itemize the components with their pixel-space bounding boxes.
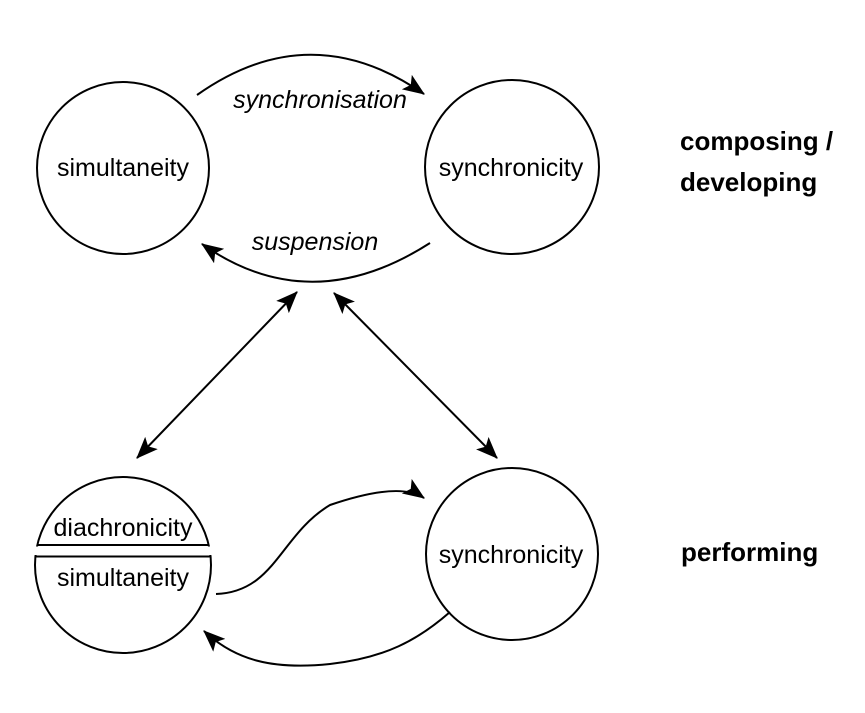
label-composing: composing / <box>680 126 833 156</box>
annotation-composing-developing: composing / developing <box>680 126 833 197</box>
circle-simultaneity-top <box>36 81 210 255</box>
node-bottom-right: synchronicity <box>425 467 599 641</box>
circle-synchronicity-top <box>424 79 600 255</box>
arrow-performing-forward <box>215 478 425 595</box>
divider-gap <box>28 546 218 555</box>
node-top-left: simultaneity <box>36 81 210 255</box>
label-diachronicity: diachronicity <box>54 514 193 542</box>
arrow-synchronisation <box>196 53 425 96</box>
label-simultaneity-top: simultaneity <box>57 154 189 182</box>
circle-synchronicity-bottom <box>425 467 599 641</box>
node-top-right: synchronicity <box>424 79 600 255</box>
arrow-performing-return <box>203 611 451 667</box>
label-synchronisation: synchronisation <box>233 86 407 114</box>
label-synchronicity-bottom: synchronicity <box>439 541 584 569</box>
node-bottom-left: diachronicity simultaneity <box>28 476 218 654</box>
label-simultaneity-bottom: simultaneity <box>57 564 189 592</box>
circle-diachronicity-simultaneity <box>34 476 212 654</box>
arrow-bidirectional-right <box>333 292 498 459</box>
label-synchronicity-top: synchronicity <box>439 154 584 182</box>
label-developing: developing <box>680 167 817 197</box>
label-suspension: suspension <box>252 228 378 256</box>
arrow-suspension <box>201 242 431 283</box>
arrow-bidirectional-left <box>136 291 298 459</box>
label-performing: performing <box>681 537 818 567</box>
